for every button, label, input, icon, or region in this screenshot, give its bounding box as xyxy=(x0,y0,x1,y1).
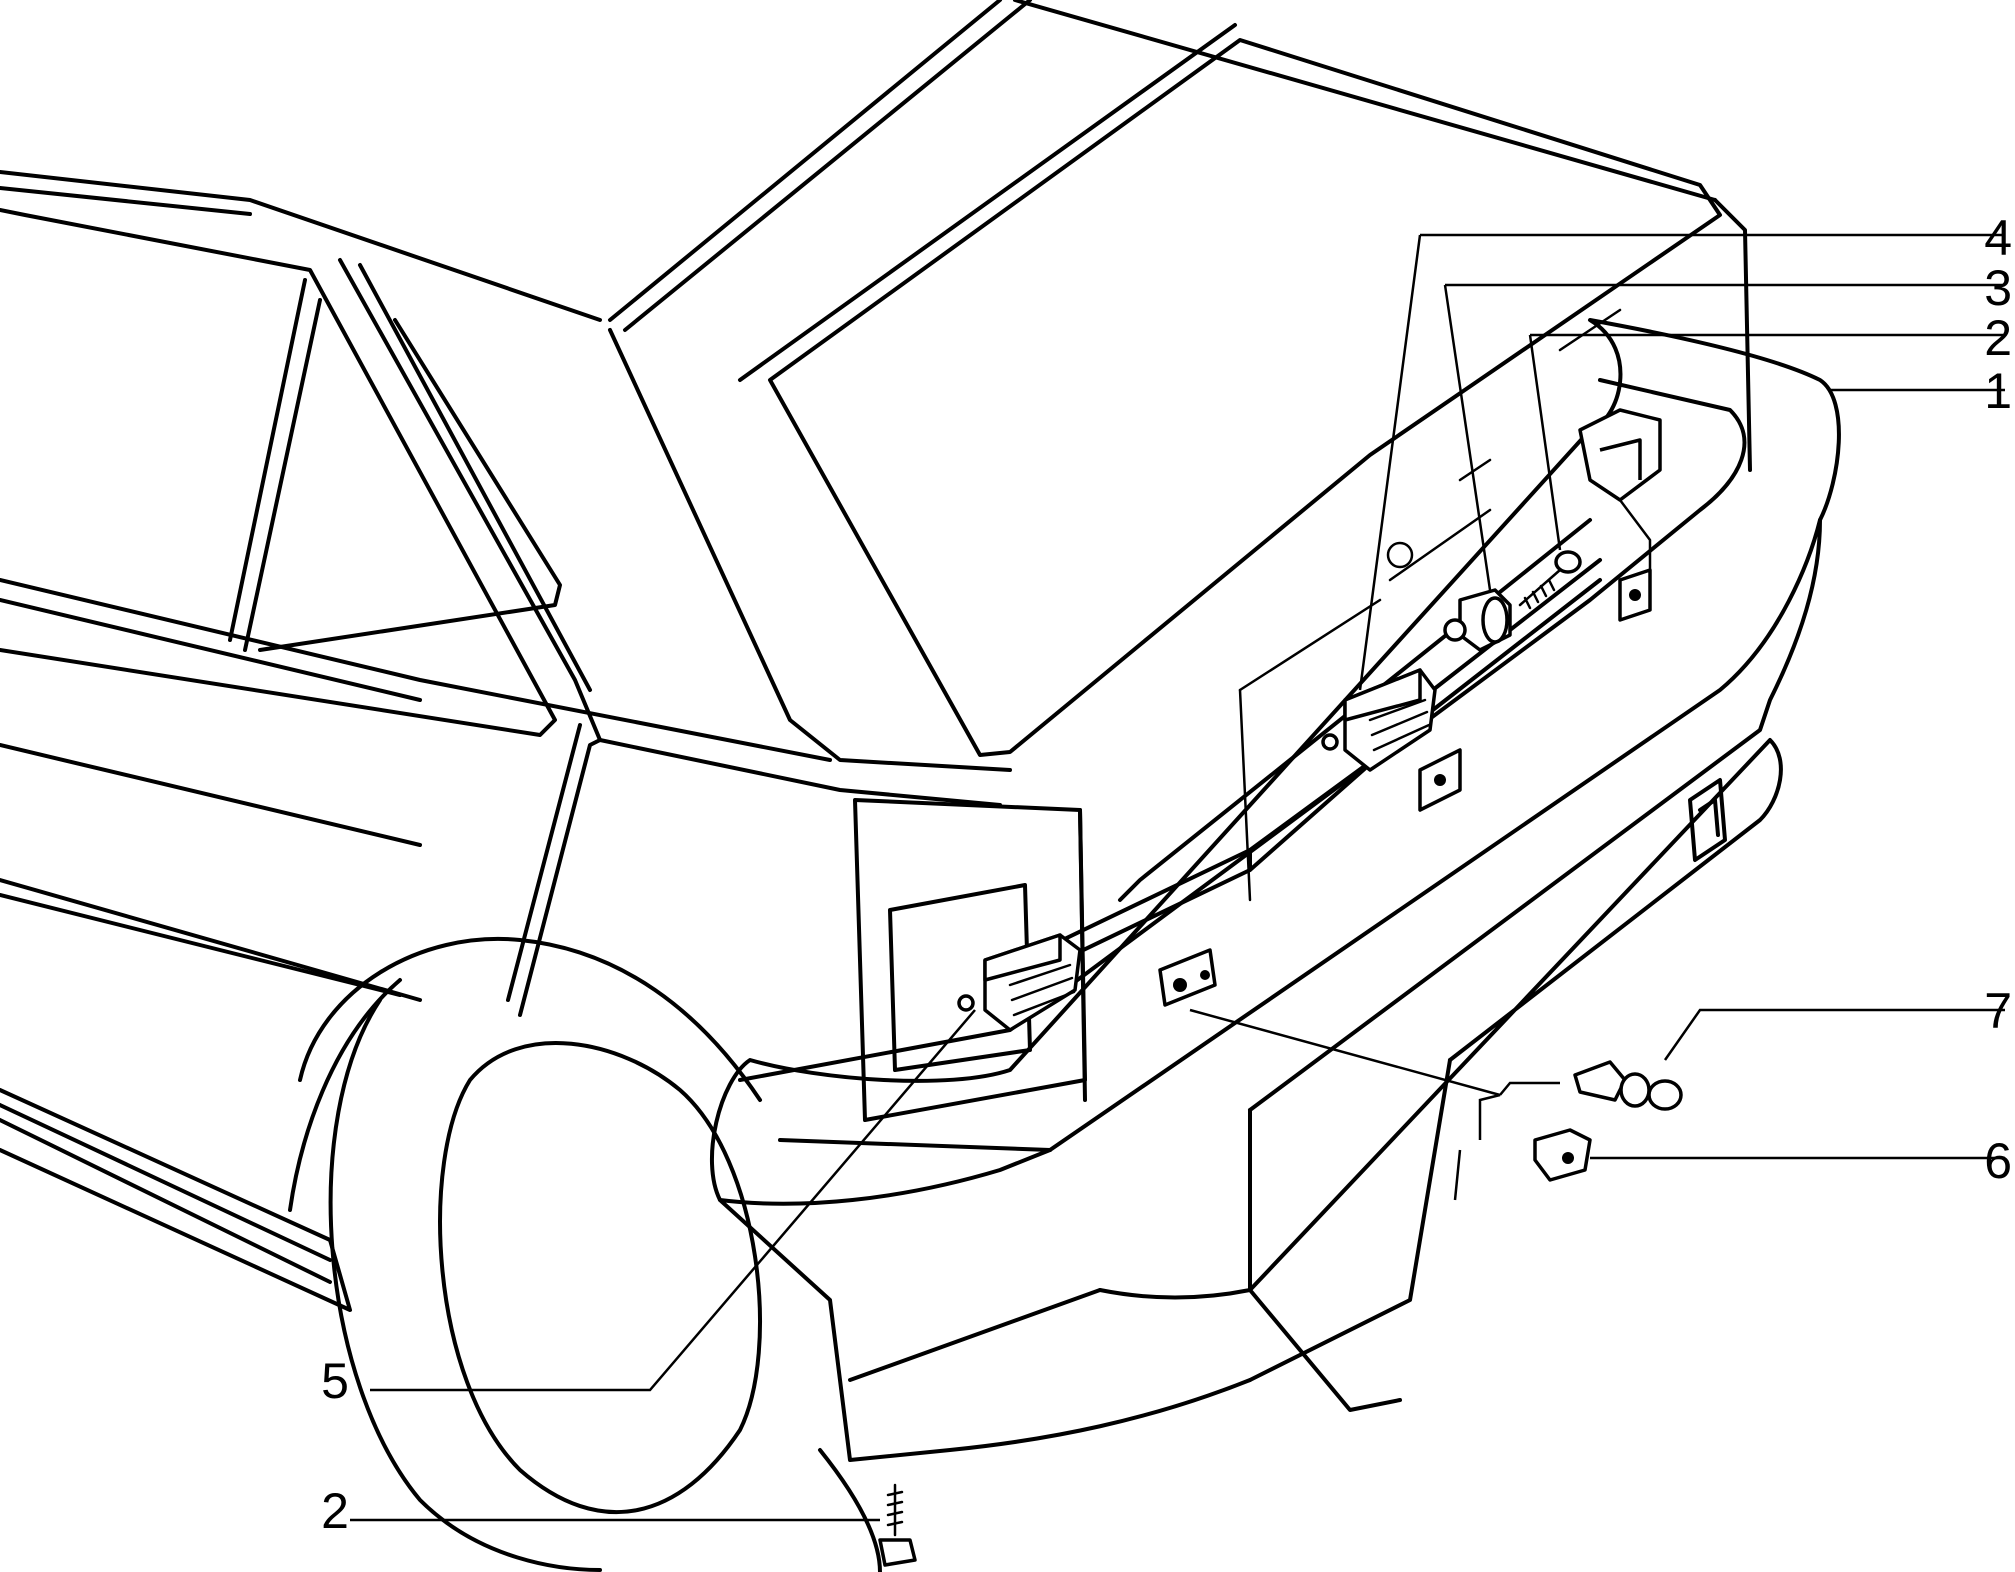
callout-5: 5 xyxy=(321,1353,349,1409)
callout-3: 3 xyxy=(1984,260,2012,316)
reflector-grille-upper xyxy=(1321,668,1437,772)
leader-5 xyxy=(370,1009,976,1392)
callout-6: 6 xyxy=(1984,1133,2012,1189)
callout-2-lower: 2 xyxy=(321,1483,349,1539)
rear-wheel xyxy=(288,936,882,1572)
reflector-grille-lower xyxy=(957,933,1082,1032)
lamp-socket xyxy=(1443,588,1512,652)
callout-4: 4 xyxy=(1984,210,2012,266)
leader-2-upper xyxy=(1528,333,2005,551)
leader-4 xyxy=(1358,233,2005,691)
leader-7 xyxy=(1663,1008,2005,1061)
callout-1: 1 xyxy=(1984,363,2012,419)
leader-3 xyxy=(1443,283,2005,591)
callout-7: 7 xyxy=(1984,983,2012,1039)
rear-bumper xyxy=(710,308,1841,1462)
push-fastener xyxy=(1573,1060,1683,1111)
screw-lower xyxy=(878,1483,917,1567)
clip-nut xyxy=(1533,1128,1592,1182)
callout-2-upper: 2 xyxy=(1984,310,2012,366)
leader-6-7-common xyxy=(1189,1008,1560,1201)
callout-labels: 4 3 2 1 7 6 5 2 xyxy=(321,210,2012,1539)
leader-lines xyxy=(350,233,2005,1522)
screw-upper xyxy=(1518,550,1582,610)
car-body xyxy=(0,0,1752,1312)
